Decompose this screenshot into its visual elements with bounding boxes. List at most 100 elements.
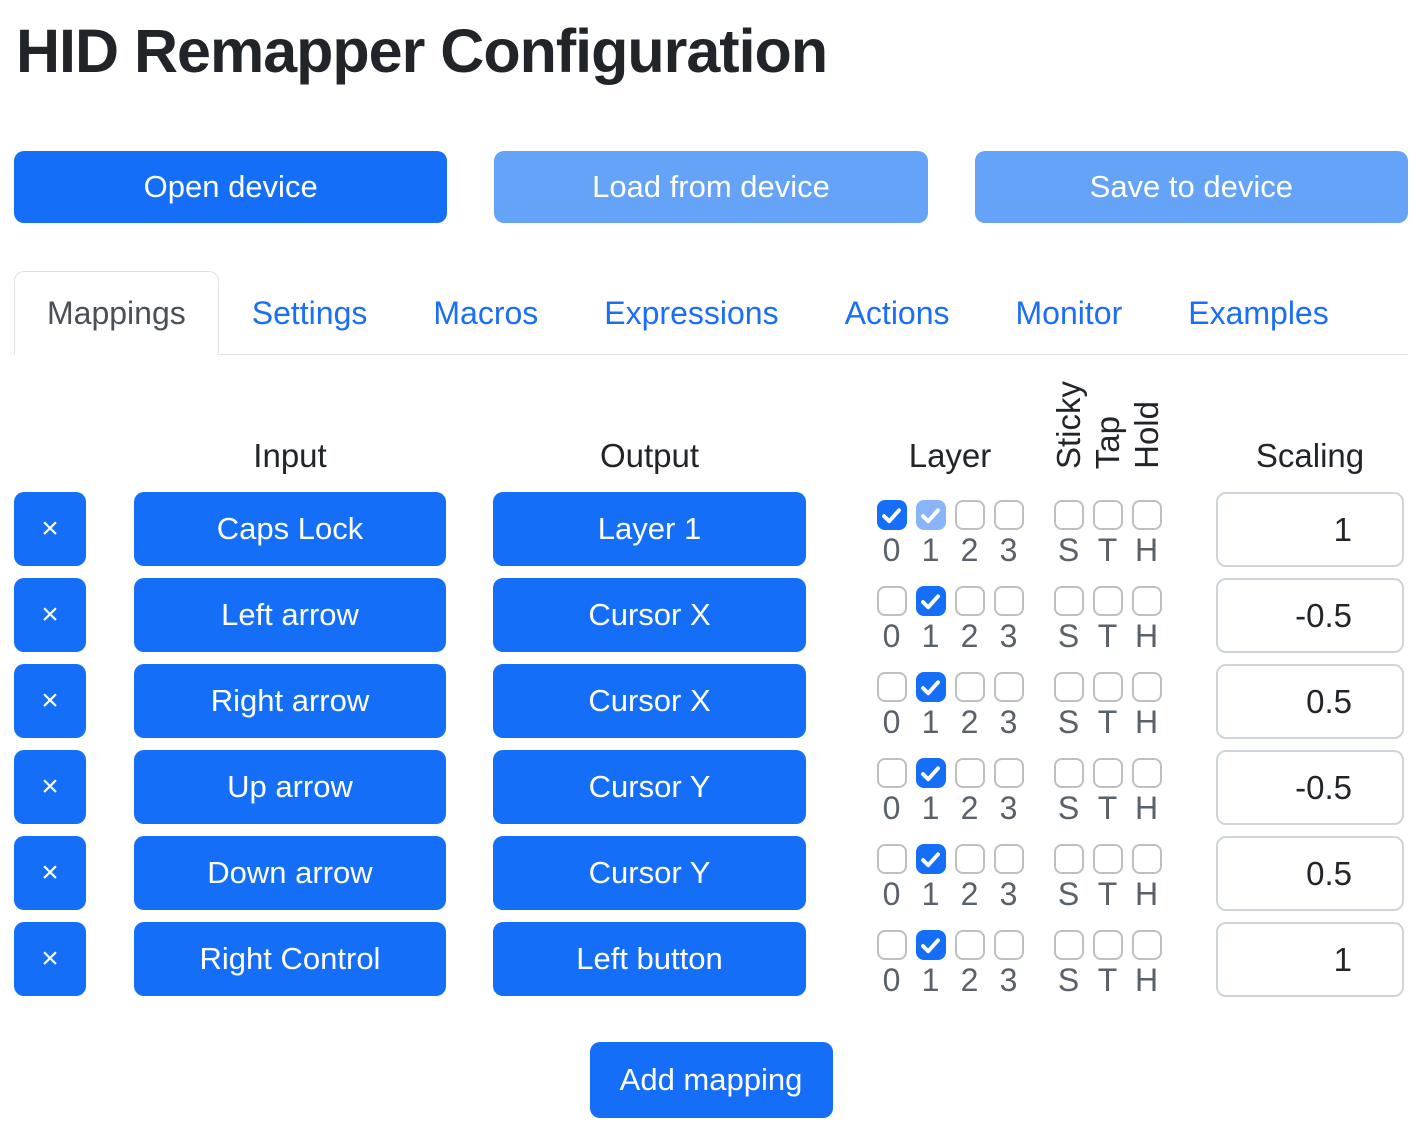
output-button[interactable]: Layer 1 xyxy=(493,492,806,567)
scaling-input[interactable] xyxy=(1216,578,1404,654)
hold-checkbox[interactable] xyxy=(1131,930,1162,961)
layer-1-checkbox[interactable] xyxy=(915,672,946,703)
layer-2-checkbox[interactable] xyxy=(954,844,985,875)
layer-3-checkbox[interactable] xyxy=(993,758,1024,789)
tap-checkbox[interactable] xyxy=(1092,500,1123,531)
hold-checkbox[interactable] xyxy=(1131,844,1162,875)
input-button[interactable]: Left arrow xyxy=(134,578,446,653)
layer-1-checkbox[interactable] xyxy=(915,500,946,531)
sticky-checkbox[interactable] xyxy=(1053,844,1084,875)
hold-checkbox[interactable] xyxy=(1131,500,1162,531)
layer-0-cell: 0 xyxy=(876,664,907,740)
input-button[interactable]: Caps Lock xyxy=(134,492,446,567)
hold-checkbox[interactable] xyxy=(1131,758,1162,789)
hold-cell: H xyxy=(1131,922,1162,998)
tab-monitor[interactable]: Monitor xyxy=(1015,295,1123,332)
hold-checkbox[interactable] xyxy=(1131,586,1162,617)
layer-3-checkbox[interactable] xyxy=(993,672,1024,703)
layer-0-checkbox[interactable] xyxy=(876,930,907,961)
layer-1-checkbox[interactable] xyxy=(915,930,946,961)
add-mapping-button[interactable]: Add mapping xyxy=(589,1042,833,1119)
layer-0-checkbox[interactable] xyxy=(876,500,907,531)
output-button[interactable]: Cursor Y xyxy=(493,750,806,825)
layer-2-checkbox[interactable] xyxy=(954,930,985,961)
layer-1-checkbox[interactable] xyxy=(915,758,946,789)
tab-mappings[interactable]: Mappings xyxy=(14,271,219,356)
layer-3-checkbox[interactable] xyxy=(993,844,1024,875)
layer-2-checkbox[interactable] xyxy=(954,586,985,617)
hold-checkbox[interactable] xyxy=(1131,672,1162,703)
output-button[interactable]: Cursor X xyxy=(493,578,806,653)
layer-1-label: 1 xyxy=(921,532,940,569)
sticky-cell: S xyxy=(1053,492,1084,568)
layer-0-cell: 0 xyxy=(876,922,907,998)
sticky-cell: S xyxy=(1053,664,1084,740)
sticky-checkbox[interactable] xyxy=(1053,672,1084,703)
scaling-input[interactable] xyxy=(1216,664,1404,740)
sticky-checkbox[interactable] xyxy=(1053,758,1084,789)
tab-actions[interactable]: Actions xyxy=(844,295,950,332)
layer-1-checkbox[interactable] xyxy=(915,844,946,875)
layer-0-label: 0 xyxy=(882,618,901,655)
tap-checkbox[interactable] xyxy=(1092,844,1123,875)
sticky-tap-hold-headers: Sticky Tap Hold xyxy=(1050,381,1165,477)
hold-cell: H xyxy=(1131,664,1162,740)
scaling-input[interactable] xyxy=(1216,750,1404,826)
layer-0-checkbox[interactable] xyxy=(876,844,907,875)
tab-expressions[interactable]: Expressions xyxy=(604,295,779,332)
sticky-checkbox[interactable] xyxy=(1053,500,1084,531)
load-from-device-button[interactable]: Load from device xyxy=(494,151,928,224)
tap-checkbox[interactable] xyxy=(1092,586,1123,617)
layer-3-label: 3 xyxy=(999,876,1018,913)
tab-macros[interactable]: Macros xyxy=(433,295,539,332)
output-button[interactable]: Left button xyxy=(493,922,806,997)
delete-mapping-button[interactable]: × xyxy=(14,492,86,567)
input-button[interactable]: Up arrow xyxy=(134,750,446,825)
input-button[interactable]: Down arrow xyxy=(134,836,446,911)
delete-mapping-button[interactable]: × xyxy=(14,922,86,997)
layer-3-checkbox[interactable] xyxy=(993,500,1024,531)
layer-2-label: 2 xyxy=(960,876,979,913)
output-button[interactable]: Cursor Y xyxy=(493,836,806,911)
save-to-device-button[interactable]: Save to device xyxy=(974,151,1408,224)
scaling-input[interactable] xyxy=(1216,492,1404,568)
layer-3-checkbox[interactable] xyxy=(993,930,1024,961)
layer-3-cell: 3 xyxy=(993,836,1024,912)
scaling-input[interactable] xyxy=(1216,836,1404,912)
tap-checkbox[interactable] xyxy=(1092,672,1123,703)
layer-3-label: 3 xyxy=(999,790,1018,827)
tap-checkbox[interactable] xyxy=(1092,758,1123,789)
tap-label: T xyxy=(1097,618,1118,655)
open-device-button[interactable]: Open device xyxy=(14,151,448,224)
check-icon xyxy=(921,680,940,696)
sticky-checkbox[interactable] xyxy=(1053,586,1084,617)
layer-2-checkbox[interactable] xyxy=(954,758,985,789)
delete-mapping-button[interactable]: × xyxy=(14,750,86,825)
layer-1-cell: 1 xyxy=(915,836,946,912)
output-button[interactable]: Cursor X xyxy=(493,664,806,739)
input-button[interactable]: Right arrow xyxy=(134,664,446,739)
delete-mapping-button[interactable]: × xyxy=(14,664,86,739)
layer-2-checkbox[interactable] xyxy=(954,500,985,531)
tab-settings[interactable]: Settings xyxy=(251,295,368,332)
scaling-input[interactable] xyxy=(1216,922,1404,998)
sticky-checkbox[interactable] xyxy=(1053,930,1084,961)
layer-0-checkbox[interactable] xyxy=(876,586,907,617)
delete-mapping-button[interactable]: × xyxy=(14,836,86,911)
input-button[interactable]: Right Control xyxy=(134,922,446,997)
layer-2-checkbox[interactable] xyxy=(954,672,985,703)
layer-3-checkbox[interactable] xyxy=(993,586,1024,617)
delete-mapping-button[interactable]: × xyxy=(14,578,86,653)
tap-checkbox[interactable] xyxy=(1092,930,1123,961)
layer-0-checkbox[interactable] xyxy=(876,758,907,789)
layer-0-checkbox[interactable] xyxy=(876,672,907,703)
tab-examples[interactable]: Examples xyxy=(1188,295,1329,332)
layer-0-cell: 0 xyxy=(876,578,907,654)
layer-1-checkbox[interactable] xyxy=(915,586,946,617)
layer-0-cell: 0 xyxy=(876,836,907,912)
hold-column-header: Hold xyxy=(1128,401,1165,470)
